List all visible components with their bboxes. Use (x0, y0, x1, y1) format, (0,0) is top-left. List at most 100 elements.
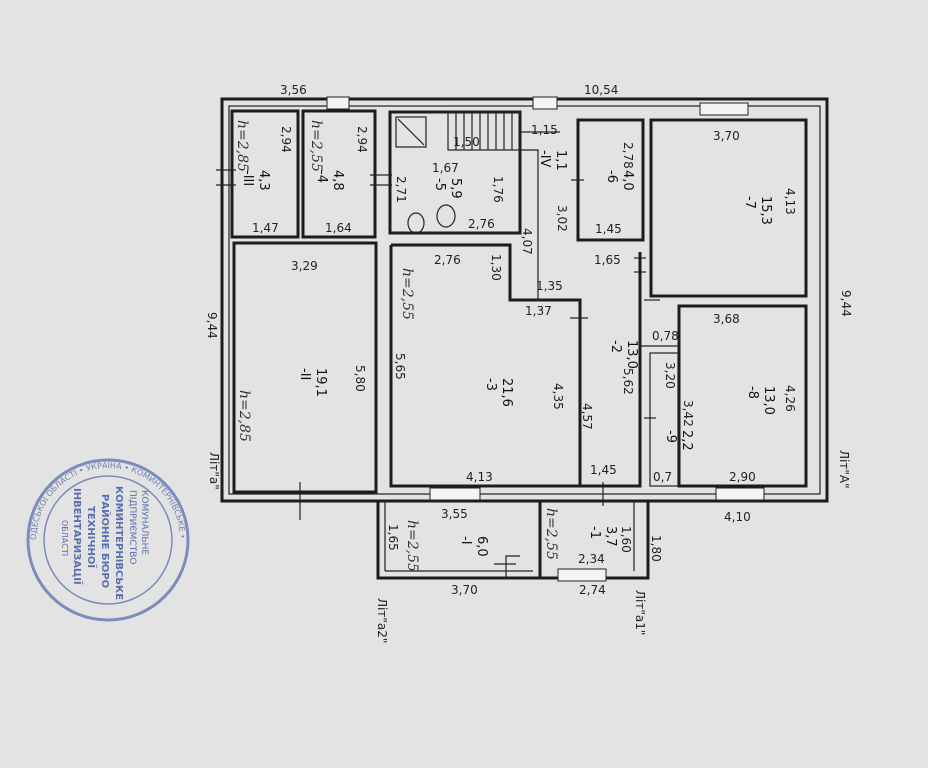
stairs (447, 111, 560, 300)
svg-text:h=2,55: h=2,55 (399, 268, 415, 320)
svg-text:0,7: 0,7 (653, 470, 672, 484)
svg-text:-5: -5 (432, 178, 447, 191)
stove-icon (395, 116, 427, 148)
svg-text:-9: -9 (663, 430, 678, 443)
toilet-icon (407, 212, 425, 234)
dim-top-left: 3,56 (280, 83, 307, 97)
svg-text:4,3: 4,3 (256, 170, 271, 191)
svg-text:2,94: 2,94 (355, 126, 369, 153)
room-III-wall (230, 109, 300, 239)
svg-text:ТЕХНІЧНОЇ: ТЕХНІЧНОЇ (85, 506, 99, 568)
svg-text:3,68: 3,68 (713, 312, 740, 326)
svg-text:1,45: 1,45 (595, 222, 622, 236)
room-label-6: -6 4,0 (604, 170, 635, 191)
dim-annex-right-bottom: 2,74 (579, 583, 606, 597)
svg-text:2,90: 2,90 (729, 470, 756, 484)
svg-text:0,78: 0,78 (652, 329, 679, 343)
svg-text:3,55: 3,55 (441, 507, 468, 521)
letter-lit-A: Літ"А" (837, 450, 851, 489)
svg-text:4,57: 4,57 (580, 403, 594, 430)
svg-text:РАЙОННЕ БЮРО: РАЙОННЕ БЮРО (99, 494, 112, 588)
svg-text:h=2,55: h=2,55 (404, 520, 420, 572)
room-labels: -III 4,3 -4 4,8 -5 5,9 -IV 1,1 -6 4,0 -7… (240, 150, 776, 557)
svg-text:1,47: 1,47 (252, 221, 279, 235)
room-II-wall (232, 241, 378, 494)
svg-text:5,65: 5,65 (393, 353, 407, 380)
svg-text:-II: -II (297, 368, 312, 380)
svg-text:4,0: 4,0 (620, 170, 635, 191)
svg-text:21,6: 21,6 (499, 378, 514, 407)
svg-text:1,80: 1,80 (649, 535, 663, 562)
svg-text:1,50: 1,50 (453, 135, 480, 149)
svg-text:КОМИНТЕРНІВСЬКЕ: КОМИНТЕРНІВСЬКЕ (113, 486, 124, 600)
svg-text:13,0: 13,0 (761, 386, 776, 415)
svg-text:1,37: 1,37 (525, 304, 552, 318)
svg-text:4,26: 4,26 (783, 385, 797, 412)
dim-top-right: 10,54 (584, 83, 618, 97)
room-label-I: -I 6,0 (458, 536, 489, 557)
ceiling-heights: h=2,85 h=2,55 h=2,55 h=2,85 h=2,55 h=2,5… (234, 120, 559, 572)
dim-right: 9,44 (839, 290, 853, 317)
room-label-2: -2 13,0 (608, 340, 639, 369)
svg-text:1,1: 1,1 (553, 150, 568, 171)
svg-text:-2: -2 (608, 340, 623, 353)
svg-text:3,20: 3,20 (663, 362, 677, 389)
svg-text:4,07: 4,07 (520, 228, 534, 255)
windows (326, 96, 765, 582)
svg-text:ПІДПРИЄМСТВО: ПІДПРИЄМСТВО (127, 490, 137, 564)
svg-text:1,30: 1,30 (489, 254, 503, 281)
walls (216, 96, 829, 582)
svg-text:4,8: 4,8 (330, 170, 345, 191)
svg-text:КОМУНАЛЬНЕ: КОМУНАЛЬНЕ (139, 490, 149, 555)
room-label-5: -5 5,9 (432, 178, 463, 199)
svg-text:3,42: 3,42 (681, 400, 695, 427)
svg-text:1,15: 1,15 (531, 123, 558, 137)
svg-text:3,29: 3,29 (291, 259, 318, 273)
letter-lit-a1: Літ"а1" (633, 590, 647, 635)
svg-text:-7: -7 (742, 196, 757, 209)
dim-left: 9,44 (205, 312, 219, 339)
room-9-wall (649, 352, 679, 487)
room-2-wall (578, 252, 642, 488)
svg-text:ІНВЕНТАРИЗАЦІЇ: ІНВЕНТАРИЗАЦІЇ (71, 488, 85, 585)
svg-text:h=2,85: h=2,85 (236, 390, 252, 442)
svg-text:-III: -III (240, 170, 255, 186)
svg-text:-4: -4 (314, 170, 329, 183)
room-4-wall (301, 109, 377, 239)
svg-text:ОБЛАСТІ: ОБЛАСТІ (60, 520, 69, 556)
svg-text:1,65: 1,65 (594, 253, 621, 267)
svg-text:h=2,55: h=2,55 (308, 120, 324, 172)
room-label-II: -II 19,1 (297, 368, 328, 397)
svg-text:2,76: 2,76 (468, 217, 495, 231)
svg-text:2,2: 2,2 (679, 430, 694, 451)
svg-text:5,9: 5,9 (448, 178, 463, 199)
outer-wall (220, 97, 829, 503)
svg-text:2,34: 2,34 (578, 552, 605, 566)
room-label-III: -III 4,3 (240, 170, 271, 191)
svg-text:1,67: 1,67 (432, 161, 459, 175)
svg-text:-I: -I (458, 536, 473, 545)
svg-text:5,80: 5,80 (353, 365, 367, 392)
svg-text:-6: -6 (604, 170, 619, 183)
svg-text:-1: -1 (587, 526, 602, 539)
svg-text:-8: -8 (745, 386, 760, 399)
dim-bottom: 4,10 (724, 510, 751, 524)
sink-icon (436, 204, 456, 228)
room-label-1: -1 3,7 (587, 526, 618, 547)
room-label-3: -3 21,6 (483, 378, 514, 407)
outer-wall-inner (228, 105, 821, 495)
room-label-8: -8 13,0 (745, 386, 776, 415)
svg-text:-3: -3 (483, 378, 498, 391)
dim-annex-left-bottom: 3,70 (451, 583, 478, 597)
svg-text:h=2,55: h=2,55 (543, 508, 559, 560)
room-7-wall (649, 118, 808, 298)
svg-text:4,13: 4,13 (466, 470, 493, 484)
svg-text:6,0: 6,0 (474, 536, 489, 557)
svg-text:15,3: 15,3 (758, 196, 773, 225)
svg-text:19,1: 19,1 (313, 368, 328, 397)
svg-text:3,02: 3,02 (555, 205, 569, 232)
svg-text:2,71: 2,71 (394, 176, 408, 203)
svg-text:5,62: 5,62 (621, 368, 635, 395)
